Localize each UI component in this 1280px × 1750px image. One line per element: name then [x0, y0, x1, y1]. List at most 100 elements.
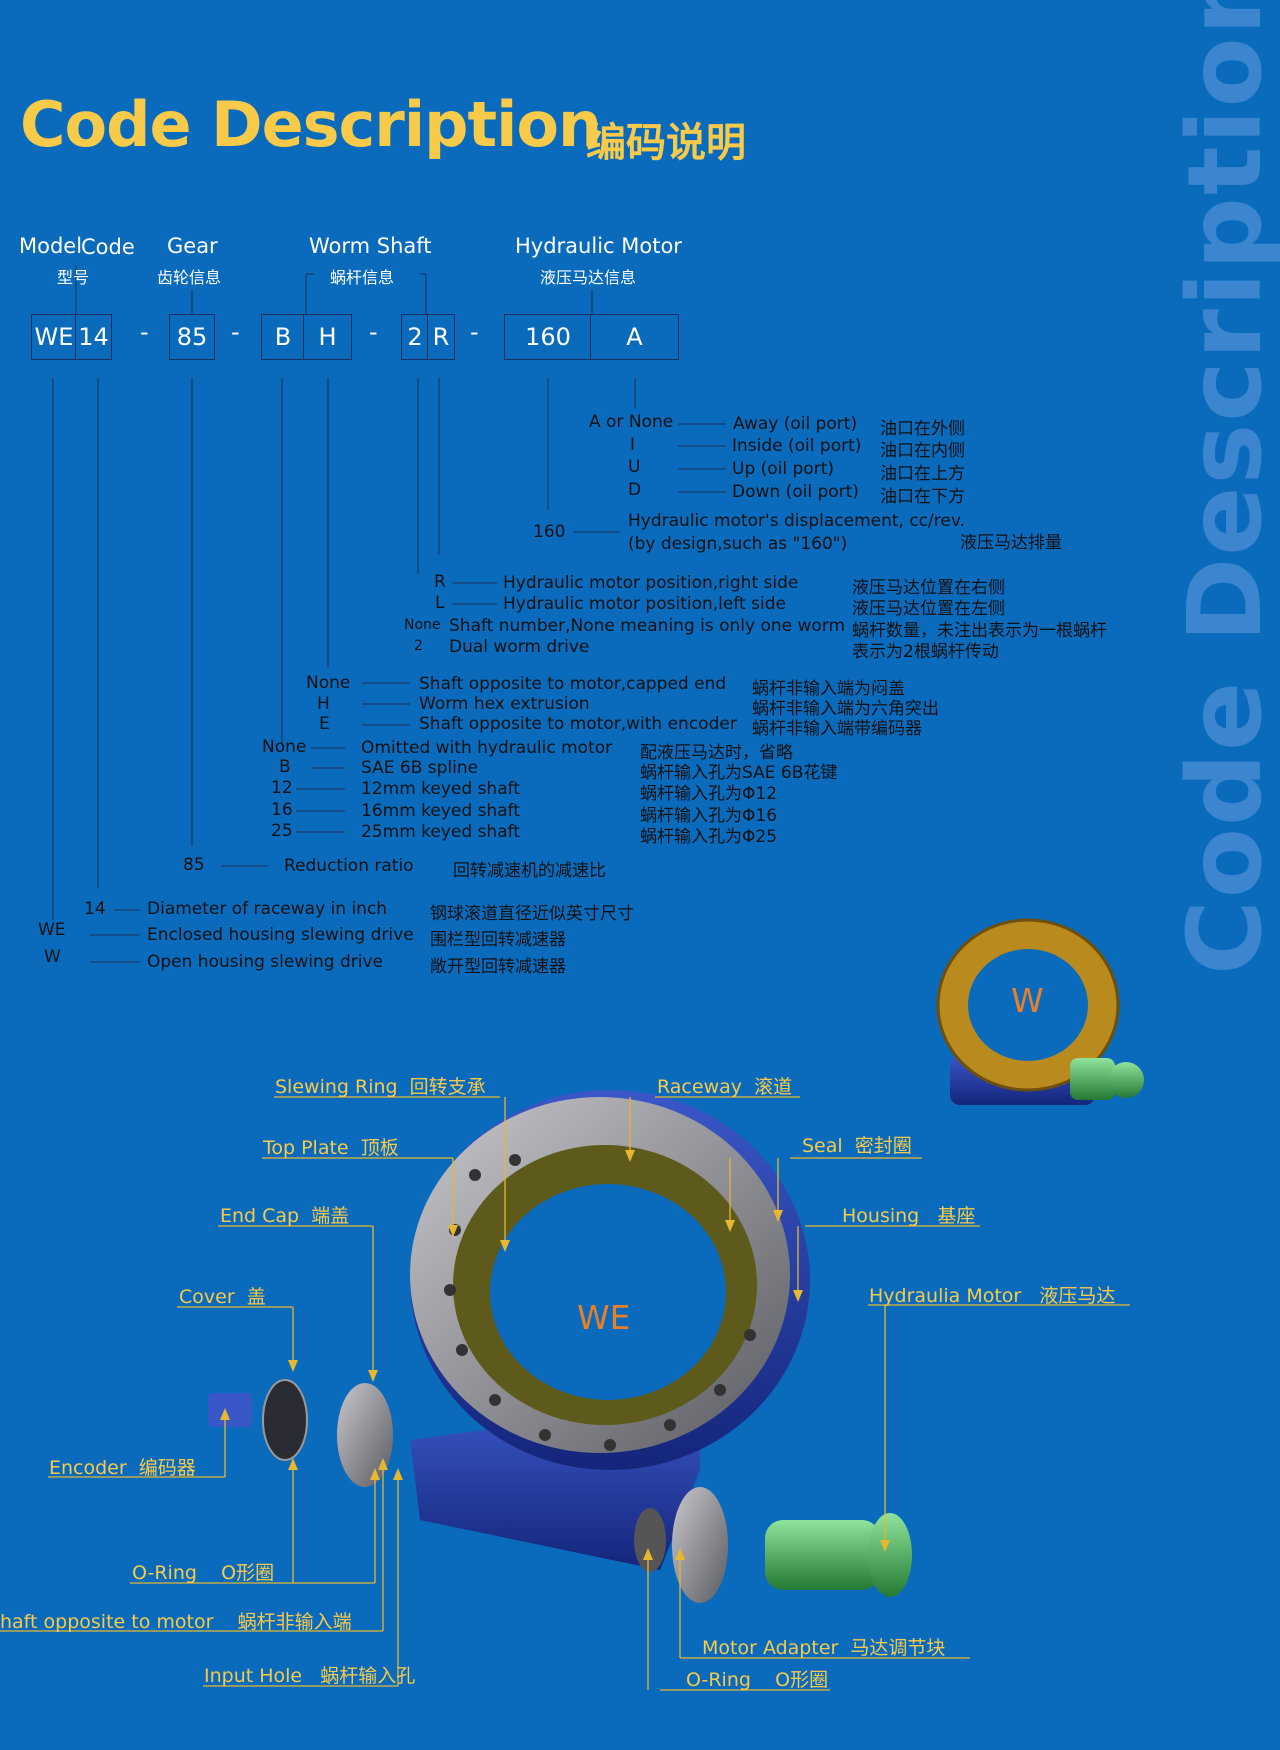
part-housing: Housing 基座: [842, 1205, 976, 1227]
part-hydraulic-motor: Hydraulia Motor 液压马达: [869, 1285, 1116, 1307]
oil-port-en: Inside (oil port): [732, 436, 862, 456]
model-zh: 敞开型回转减速器: [430, 957, 566, 977]
header-gear-zh: 齿轮信息: [157, 268, 222, 287]
displacement-en: Hydraulic motor's displacement, cc/rev.: [628, 511, 965, 531]
oil-port-en: Away (oil port): [733, 414, 858, 434]
shaft-end-code: H: [317, 694, 330, 714]
part-slewing-ring: Slewing Ring 回转支承: [275, 1076, 486, 1098]
oil-port-zh: 油口在上方: [880, 464, 965, 484]
ratio-code: 85: [183, 855, 205, 875]
model-en: Open housing slewing drive: [147, 952, 383, 972]
input-shaft-zh: 配液压马达时，省略: [640, 743, 793, 763]
we-model-label: WE: [577, 1298, 631, 1337]
input-shaft-zh: 蜗杆输入孔为SAE 6B花键: [640, 763, 838, 783]
header-code: Code: [81, 235, 135, 259]
code-dash: -: [470, 318, 479, 346]
code-shaft-end: H: [303, 314, 352, 360]
code-dash: -: [231, 318, 240, 346]
displacement-note: (by design,such as "160"): [628, 534, 848, 554]
input-shaft-en: 16mm keyed shaft: [361, 801, 520, 821]
ratio-zh: 回转减速机的减速比: [453, 861, 606, 881]
shaft-end-code: E: [319, 714, 330, 734]
shaft-number-en: Dual worm drive: [449, 637, 590, 657]
code-size: 14: [75, 314, 112, 360]
shaft-end-zh: 蜗杆非输入端带编码器: [752, 719, 922, 739]
motor-position-en: Hydraulic motor position,right side: [503, 573, 799, 593]
size-en: Diameter of raceway in inch: [147, 899, 388, 919]
header-gear: Gear: [167, 234, 218, 258]
header-hydraulic-motor: Hydraulic Motor: [515, 234, 682, 258]
input-shaft-code: 16: [271, 800, 293, 820]
code-gear: 85: [169, 314, 215, 360]
oil-port-en: Down (oil port): [732, 482, 859, 502]
input-shaft-code: None: [262, 737, 307, 757]
header-worm-shaft: Worm Shaft: [309, 234, 432, 258]
shaft-number-code: None: [404, 617, 441, 633]
oil-port-code: I: [630, 435, 636, 455]
input-shaft-code: 25: [271, 821, 293, 841]
part-top-plate: Top Plate 顶板: [263, 1137, 399, 1159]
input-shaft-code: B: [279, 757, 291, 777]
header-model-zh: 型号: [57, 268, 90, 287]
input-shaft-en: 25mm keyed shaft: [361, 822, 520, 842]
part-shaft-opposite: haft opposite to motor 蜗杆非输入端: [0, 1611, 352, 1633]
input-shaft-en: Omitted with hydraulic motor: [361, 738, 613, 758]
shaft-end-zh: 蜗杆非输入端为六角突出: [752, 699, 939, 719]
code-dash: -: [369, 318, 378, 346]
code-motor-position: R: [427, 314, 455, 360]
part-seal: Seal 密封圈: [802, 1135, 912, 1157]
header-worm-shaft-zh: 蜗杆信息: [330, 268, 395, 287]
part-cover: Cover 盖: [179, 1286, 266, 1308]
shaft-number-en: Shaft number,None meaning is only one wo…: [449, 616, 846, 636]
oil-port-code: D: [628, 480, 642, 500]
code-oil-port: A: [590, 314, 679, 360]
ratio-en: Reduction ratio: [284, 856, 414, 876]
model-en: Enclosed housing slewing drive: [147, 925, 414, 945]
part-o-ring-left: O-Ring O形圈: [132, 1562, 275, 1584]
w-model-label: W: [1011, 981, 1044, 1020]
header-hydraulic-motor-zh: 液压马达信息: [540, 268, 637, 287]
oil-port-zh: 油口在下方: [880, 487, 965, 507]
part-end-cap: End Cap 端盖: [220, 1205, 350, 1227]
input-shaft-code: 12: [271, 778, 293, 798]
model-zh: 围栏型回转减速器: [430, 930, 566, 950]
code-shaft-number: 2: [401, 314, 429, 360]
we-drive-image: [208, 1090, 912, 1603]
size-zh: 钢球滚道直径近似英寸尺寸: [430, 904, 634, 924]
part-input-hole: Input Hole 蜗杆输入孔: [204, 1665, 416, 1687]
page-title: Code Description: [20, 88, 602, 161]
oil-port-code: A or None: [589, 412, 674, 432]
input-shaft-zh: 蜗杆输入孔为Φ12: [640, 784, 778, 804]
input-shaft-zh: 蜗杆输入孔为Φ25: [640, 827, 778, 847]
part-encoder: Encoder 编码器: [49, 1457, 196, 1479]
input-shaft-en: SAE 6B spline: [361, 758, 479, 778]
motor-position-zh: 液压马达位置在右侧: [852, 578, 1005, 598]
model-code: W: [44, 947, 61, 967]
oil-port-code: U: [628, 457, 641, 477]
oil-port-zh: 油口在内侧: [880, 441, 965, 461]
shaft-number-zh: 表示为2根蜗杆传动: [852, 642, 999, 662]
page-title-zh: 编码说明: [586, 120, 746, 166]
shaft-number-code: 2: [414, 638, 423, 654]
shaft-end-en: Shaft opposite to motor,capped end: [419, 674, 727, 694]
oil-port-zh: 油口在外侧: [880, 419, 965, 439]
w-drive-image: [936, 918, 1144, 1105]
part-raceway: Raceway 滚道: [657, 1076, 793, 1098]
displacement-zh: 液压马达排量: [960, 533, 1062, 553]
shaft-end-zh: 蜗杆非输入端为闷盖: [752, 679, 905, 699]
shaft-number-zh: 蜗杆数量，未注出表示为一根蜗杆: [852, 621, 1107, 641]
size-code: 14: [84, 899, 106, 919]
motor-position-zh: 液压马达位置在左侧: [852, 599, 1005, 619]
shaft-end-en: Shaft opposite to motor,with encoder: [419, 714, 737, 734]
header-model: Model: [19, 234, 83, 258]
part-o-ring-right: O-Ring O形圈: [686, 1669, 829, 1691]
input-shaft-en: 12mm keyed shaft: [361, 779, 520, 799]
displacement-code: 160: [533, 522, 566, 542]
motor-position-en: Hydraulic motor position,left side: [503, 594, 786, 614]
shaft-end-en: Worm hex extrusion: [419, 694, 590, 714]
input-shaft-zh: 蜗杆输入孔为Φ16: [640, 806, 778, 826]
code-model: WE: [31, 314, 77, 360]
